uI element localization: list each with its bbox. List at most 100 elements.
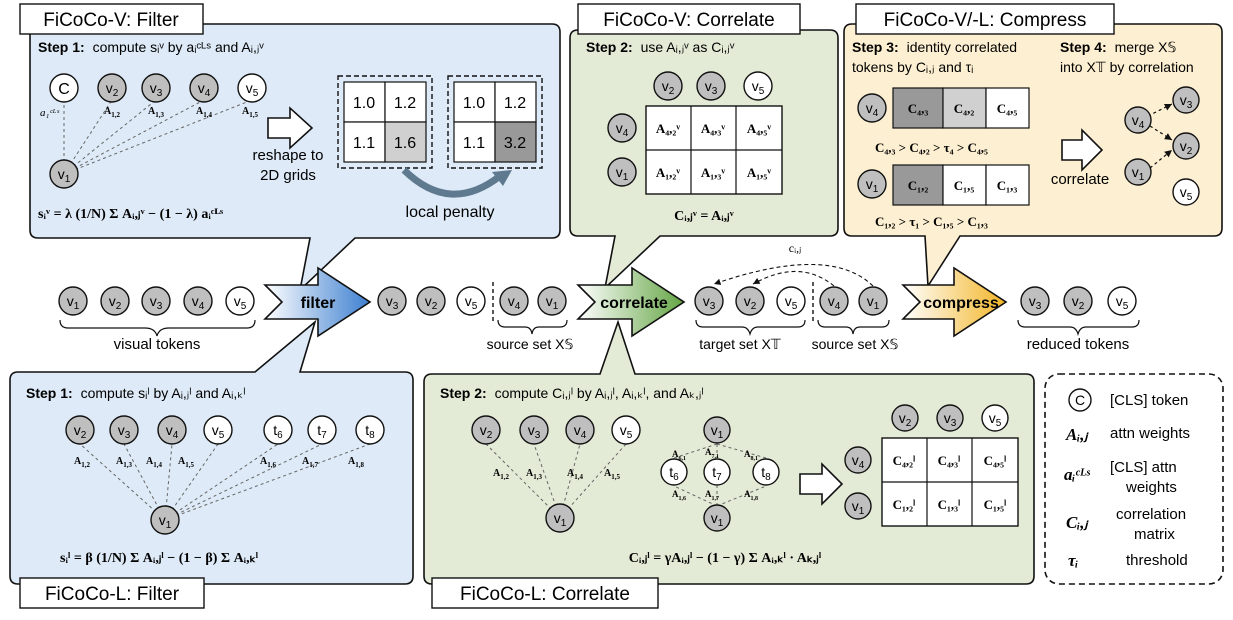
svg-text:C₁,₂ˡ: C₁,₂ˡ (893, 497, 916, 512)
l-correlate-matrix-tokens: v2 v3 v5 v4 v1 (844, 404, 1009, 520)
visual-tokens-label: visual tokens (114, 336, 201, 353)
l-correlate-step-label: Step 2: (440, 385, 487, 401)
token-v1 (49, 159, 79, 189)
l-filter-title: FiCoCo-L: Filter (45, 584, 180, 605)
reduced-tokens-label: reduced tokens (1027, 336, 1130, 353)
svg-text:Step 1: compute sᵢᵛ by aᵢᶜ: Step 1: compute sᵢᵛ by aᵢᶜᴸˢ and Aᵢ,ⱼᵛ (38, 39, 264, 55)
l-filter-formula: sᵢˡ = β (1/N) Σ Aᵢ,ⱼˡ − (1 − β) Σ Aᵢ,ₖˡ (60, 551, 259, 566)
svg-text:1.1: 1.1 (353, 135, 375, 152)
compress-row1: v4 C₄,₃ C₄,₂ C₄,₅ (857, 87, 1030, 129)
svg-text:C₄,₂: C₄,₂ (954, 101, 975, 116)
l-correlate-lines-b (673, 443, 767, 507)
svg-text:C₄,₃ˡ: C₄,₃ˡ (938, 453, 961, 468)
target-set-label: target set X𝕋 (699, 336, 781, 352)
filter-arrow (263, 266, 372, 338)
svg-text:A₄,₃ᵛ: A₄,₃ᵛ (701, 121, 725, 136)
l-filter-tokens: v2 v3 v4 v5 t6 t7 t8 v1 (65, 415, 385, 535)
svg-text:3.2: 3.2 (504, 135, 526, 152)
legend-tau-text: threshold (1126, 552, 1188, 569)
row1-inequality: C₄,₃ > C₄,₂ > τ₄ > C₄,₅ (875, 140, 988, 155)
svg-text:Step 3: identity correlate: Step 3: identity correlated (852, 39, 1017, 55)
source-set-2-brace (817, 319, 890, 335)
pipeline-after-correlate: v3 v2 v5 v4 v1 (694, 282, 888, 322)
compress-label: compress (923, 295, 999, 312)
compress-row2: v1 C₁,₂ C₁,₅ C₁,₃ (857, 164, 1030, 206)
cij-arcs (713, 263, 874, 287)
legend-c-symbol: Cᵢ,ⱼ (1066, 513, 1089, 532)
l-correlate-tokens-a: v2 v3 v4 v5 v1 (471, 415, 641, 533)
svg-text:Step 2: compute Cᵢ,ⱼˡ by A: Step 2: compute Cᵢ,ⱼˡ by Aᵢ,ⱼˡ, Aᵢ,ₖˡ, a… (440, 385, 704, 401)
svg-text:C₁,₃ˡ: C₁,₃ˡ (938, 497, 961, 512)
svg-text:A₁,₃ᵛ: A₁,₃ᵛ (701, 165, 725, 180)
l-correlate-tokens-b: v1 t6 t7 t8 v1 (660, 416, 780, 532)
svg-text:C: C (1075, 392, 1085, 408)
visual-tokens-brace (59, 319, 256, 337)
svg-text:C₄,₂ˡ: C₄,₂ˡ (893, 453, 916, 468)
compress-arrow (901, 266, 1008, 338)
legend-cls-icon (1068, 388, 1092, 412)
svg-text:A₁,₅ᵛ: A₁,₅ᵛ (747, 165, 771, 180)
v-filter-step-text: compute sᵢᵛ by aᵢᶜᴸˢ and Aᵢ,ⱼᵛ (93, 39, 265, 55)
panel-l-filter (9, 319, 414, 585)
svg-text:Step 1: compute sᵢˡ by Aᵢ,: Step 1: compute sᵢˡ by Aᵢ,ⱼˡ and Aᵢ,ₖˡ (26, 385, 245, 401)
svg-text:1.6: 1.6 (394, 135, 416, 152)
l-attn-weight-labels: A1,2 A1,3 A1,4 A1,5 A1,6 A1,7 A1,8 (74, 456, 364, 469)
l-filter-step-text: compute sᵢˡ by Aᵢ,ⱼˡ and Aᵢ,ₖˡ (81, 385, 246, 401)
local-penalty-label: local penalty (406, 204, 495, 221)
l-correlate-formula: Cᵢ,ⱼˡ = γAᵢ,ⱼˡ − (1 − γ) Σ Aᵢ,ₖˡ · Aₖ,ⱼˡ (629, 551, 822, 566)
compress-correlate-label: correlate (1051, 171, 1109, 188)
legend-items: C [CLS] token Aᵢ,ⱼ attn weights aᵢᶜᴸˢ [C… (1064, 388, 1190, 570)
grid-before-frame (337, 75, 433, 169)
svg-text:t8: t8 (365, 422, 375, 441)
step3-text-1: identity correlated (907, 39, 1018, 55)
svg-text:t7: t7 (712, 464, 722, 483)
svg-text:C₄,₅: C₄,₅ (997, 101, 1018, 116)
pipeline-after-filter: v3 v2 v5 v4 v1 (377, 282, 567, 322)
step4-text-1: merge X𝕊 (1115, 39, 1177, 55)
step3-text-2: tokens by Cᵢ,ⱼ and τᵢ (852, 59, 973, 75)
svg-text:1.0: 1.0 (463, 95, 485, 112)
svg-text:1.1: 1.1 (463, 135, 485, 152)
cls-attn-label: a₁ᶜᴸˢ (40, 107, 60, 119)
svg-text:t6: t6 (273, 422, 283, 441)
legend-box (1044, 373, 1224, 585)
legend-a-symbol: Aᵢ,ⱼ (1065, 425, 1089, 444)
source-set-brace (497, 319, 568, 335)
source-set-label: source set X𝕊 (487, 336, 574, 352)
svg-text:t7: t7 (317, 422, 327, 441)
reshape-arrow-icon (267, 106, 314, 150)
local-penalty-arrowhead-icon (492, 170, 512, 186)
svg-text:C₄,₃: C₄,₃ (908, 101, 929, 116)
v-filter-tokens: C v2 v3 v4 v5 v1 (49, 73, 267, 189)
svg-text:1.2: 1.2 (504, 95, 526, 112)
compress-merge-graph: v3 v4 v2 v1 v5 (1124, 86, 1200, 206)
svg-text:C₁,₃: C₁,₃ (997, 178, 1018, 193)
legend-cls-text: [CLS] token (1110, 392, 1188, 409)
pipeline-visual-tokens: v1 v2 v3 v4 v5 (58, 286, 255, 316)
target-set-brace (695, 319, 806, 337)
pipeline-reduced-tokens: v3 v2 v5 (1020, 286, 1137, 316)
cls-token (49, 73, 79, 103)
svg-text:C₁,₂: C₁,₂ (908, 178, 929, 193)
v-correlate-col-tokens: v2 v3 v5 v4 v1 (607, 71, 773, 187)
v-correlate-matrix: A₄,₂ᵛ A₄,₃ᵛ A₄,₅ᵛ A₁,₂ᵛ A₁,₃ᵛ A₁,₅ᵛ (645, 105, 783, 195)
v-correlate-title: FiCoCo-V: Correlate (603, 10, 774, 31)
svg-text:A₄,₂ᵛ: A₄,₂ᵛ (656, 121, 680, 136)
svg-text:C: C (58, 81, 70, 98)
v-attn-weight-labels: A1,2 A1,3 A1,4 A1,5 (104, 106, 258, 119)
l-correlate-matrix: C₄,₂ˡ C₄,₃ˡ C₄,₅ˡ C₁,₂ˡ C₁,₃ˡ C₁,₅ˡ (881, 437, 1019, 527)
v-filter-title: FiCoCo-V: Filter (43, 10, 179, 31)
legend-a-text: attn weights (1110, 425, 1190, 442)
svg-text:1.0: 1.0 (353, 95, 375, 112)
grid-after-frame (447, 75, 543, 169)
correlate-label: correlate (600, 295, 668, 312)
svg-text:C₁,₅: C₁,₅ (954, 178, 975, 193)
token-v3 (141, 73, 171, 103)
token-v5 (237, 73, 267, 103)
grid-before: 1.0 1.2 1.1 1.6 (343, 81, 427, 163)
step4-text-2: into X𝕋 by correlation (1060, 59, 1194, 75)
svg-text:A₁,₂ᵛ: A₁,₂ᵛ (656, 165, 680, 180)
v-correlate-step-label: Step 2: (586, 39, 633, 55)
cij-label: cᵢ,ⱼ (789, 241, 801, 255)
svg-text:C₄,₅ˡ: C₄,₅ˡ (984, 453, 1007, 468)
